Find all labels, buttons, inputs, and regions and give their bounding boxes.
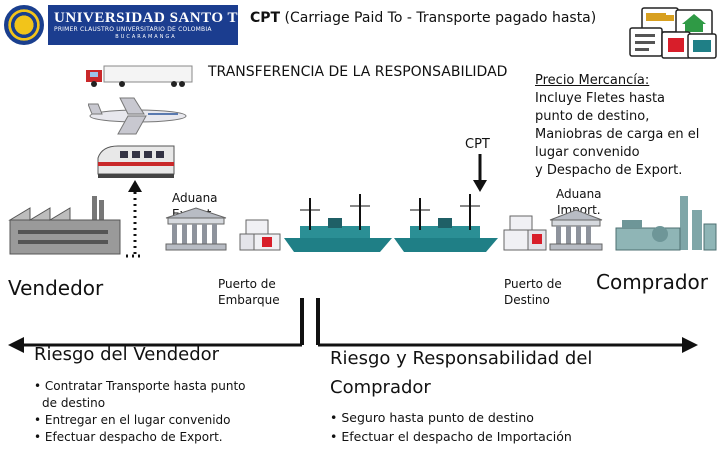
page-title: CPT (Carriage Paid To - Transporte pagad…	[250, 10, 596, 26]
price-heading: Precio Mercancía:	[535, 73, 650, 88]
buyer-risk-list: • Seguro hasta punto de destino • Efectu…	[330, 408, 572, 446]
price-description: Precio Mercancía: Incluye Fletes hasta p…	[535, 72, 715, 180]
left-arrowhead-icon	[8, 337, 24, 353]
ship-icon	[284, 194, 392, 252]
buyer-risk-item: • Efectuar el despacho de Importación	[330, 429, 572, 444]
responsibility-transfer-label: TRANSFERENCIA DE LA RESPONSABILIDAD	[208, 64, 508, 80]
port-origin-label: Puerto de Embarque	[218, 276, 280, 308]
right-arrowhead-icon	[682, 337, 698, 353]
risk-boundary-arrows	[8, 298, 698, 353]
port-destination-line: Puerto de	[504, 277, 562, 291]
buyer-risk-title: Riesgo y Responsabilidad del Comprador	[330, 344, 592, 402]
industrial-plant-icon	[615, 196, 717, 251]
airplane-icon	[88, 97, 187, 135]
buyer-label: Comprador	[596, 270, 709, 294]
university-logo: UNIVERSIDAD SANTO TOMAS PRIMER CLAUSTRO …	[4, 4, 285, 46]
customs-import-building-icon	[549, 209, 603, 251]
down-arrow-icon	[473, 154, 487, 192]
seller-risk-item: • Efectuar despacho de Export.	[34, 430, 223, 444]
port-destination-line: Destino	[504, 293, 550, 307]
price-line: Maniobras de carga en el	[535, 127, 700, 142]
buyer-risk-item: • Seguro hasta punto de destino	[330, 410, 534, 425]
ship-card-icon	[687, 33, 717, 59]
price-line: lugar convenido	[535, 145, 640, 160]
factory-icon	[8, 196, 121, 255]
box-card-icon	[661, 31, 691, 59]
port-origin-line: Embarque	[218, 293, 280, 307]
seller-label: Vendedor	[8, 276, 104, 300]
price-line: y Despacho de Export.	[535, 163, 683, 178]
customs-import-line: Aduana	[556, 187, 602, 201]
containers-origin-icon	[239, 219, 281, 251]
title-code: CPT	[250, 10, 281, 26]
logo-subtitle: PRIMER CLAUSTRO UNIVERSITARIO DE COLOMBI…	[54, 25, 212, 33]
customs-export-building-icon	[165, 207, 227, 251]
truck-icon	[86, 65, 193, 87]
cpt-point-label: CPT	[465, 137, 490, 152]
price-line: Incluye Fletes hasta	[535, 91, 666, 106]
document-card-icon	[629, 27, 663, 57]
ship-icon	[394, 194, 498, 252]
buyer-risk-title-line: Riesgo y Responsabilidad del	[330, 348, 593, 369]
seller-risk-item: • Entregar en el lugar convenido	[34, 413, 231, 427]
incoterms-icon-cluster	[629, 7, 717, 59]
seller-risk-list: • Contratar Transporte hasta punto de de…	[34, 378, 246, 446]
seller-risk-item: de destino	[42, 396, 106, 410]
buyer-risk-title-line: Comprador	[330, 377, 431, 398]
port-origin-line: Puerto de	[218, 277, 276, 291]
price-line: punto de destino,	[535, 109, 650, 124]
title-description: (Carriage Paid To - Transporte pagado ha…	[280, 10, 597, 26]
dotted-arrow-icon	[126, 180, 144, 258]
logistics-scene	[8, 194, 717, 255]
seller-risk-title: Riesgo del Vendedor	[34, 344, 220, 365]
port-destination-label: Puerto de Destino	[504, 276, 562, 308]
university-seal-icon	[4, 5, 44, 45]
logo-city: BUCARAMANGA	[115, 33, 177, 40]
containers-destination-icon	[503, 215, 547, 251]
train-icon	[97, 145, 175, 178]
logo-banner: UNIVERSIDAD SANTO TOMAS PRIMER CLAUSTRO …	[48, 5, 285, 45]
seller-risk-item: • Contratar Transporte hasta punto	[34, 379, 246, 393]
customs-export-line: Aduana	[172, 191, 218, 205]
logo-name: UNIVERSIDAD SANTO TOMAS	[54, 9, 285, 26]
